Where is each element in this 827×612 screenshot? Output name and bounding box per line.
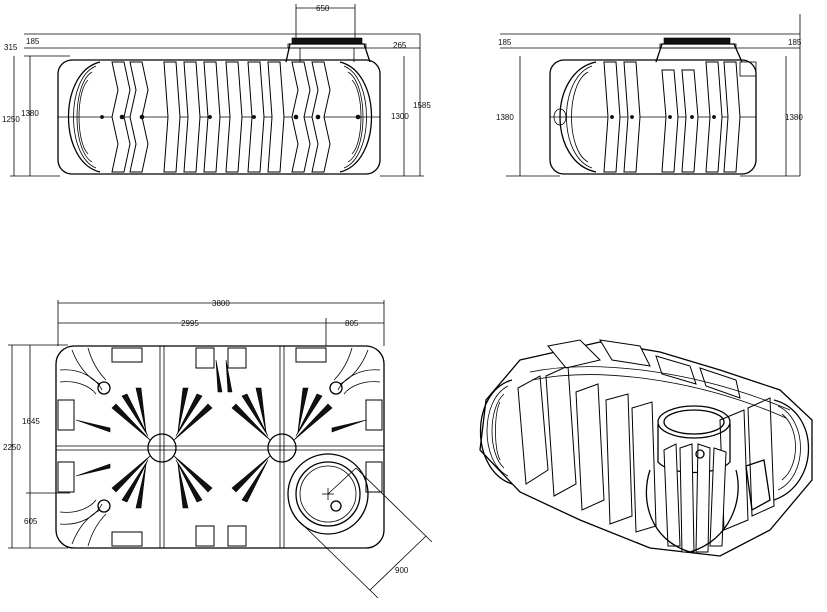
dim-side-height-right: 1380 — [785, 113, 803, 122]
dim-side-right-margin: 185 — [788, 38, 802, 47]
dim-plan-inner-length: 2995 — [181, 319, 199, 328]
dim-plan-diagonal: 900 — [395, 566, 409, 575]
dim-front-height-right: 1300 — [391, 112, 409, 121]
dim-front-right-margin: 265 — [393, 41, 407, 50]
dim-front-height-total: 1585 — [413, 101, 431, 110]
side-view: 185 185 1380 1380 — [496, 14, 803, 177]
dim-side-left-margin: 185 — [498, 38, 512, 47]
plan-view-corner-domes — [59, 347, 381, 547]
isometric-manhole — [645, 405, 771, 553]
plan-view-edge-ribs — [57, 347, 383, 547]
front-view: 650 315 185 265 1250 1380 1300 1585 — [2, 4, 431, 177]
dim-plan-lower-offset: 605 — [24, 517, 38, 526]
dim-plan-total-width: 2250 — [3, 443, 21, 452]
dim-front-height-tank: 1380 — [21, 109, 39, 118]
dim-plan-upper-width: 1645 — [22, 417, 40, 426]
dim-plan-total-length: 3800 — [212, 299, 230, 308]
side-view-manhole — [655, 37, 757, 77]
front-view-manhole — [285, 37, 371, 63]
dim-front-left-offset: 315 — [4, 43, 18, 52]
front-view-ribs — [111, 61, 331, 173]
dim-side-height-left: 1380 — [496, 113, 514, 122]
isometric-ribs — [517, 339, 775, 533]
dim-front-top-width: 650 — [316, 4, 330, 13]
plan-view: 3800 2995 805 2250 1645 605 — [3, 299, 433, 599]
dim-front-height-body: 1250 — [2, 115, 20, 124]
dim-front-left-margin: 185 — [26, 37, 40, 46]
plan-view-manhole — [287, 453, 369, 535]
isometric-view — [479, 339, 813, 557]
dim-plan-right-offset: 805 — [345, 319, 359, 328]
plan-view-radial-ribs — [75, 359, 367, 509]
